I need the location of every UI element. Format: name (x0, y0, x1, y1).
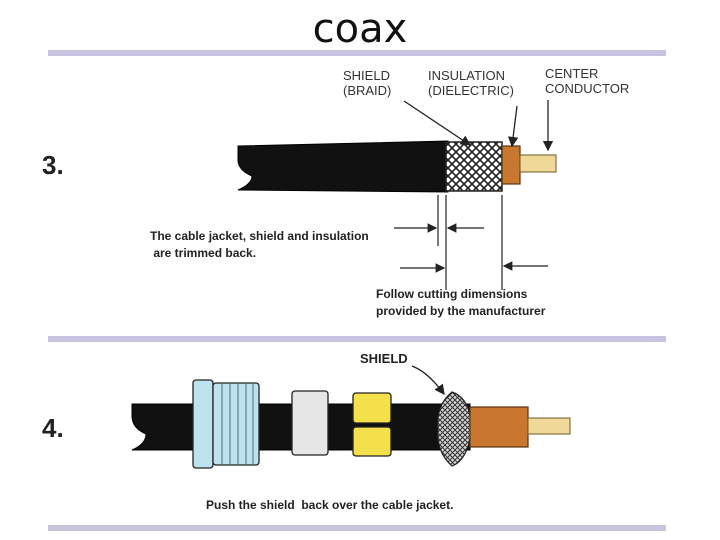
insulation-leader-arrow (507, 105, 519, 148)
step4-center-conductor (527, 417, 571, 435)
cutting-dimensions-note: Follow cutting dimensions provided by th… (376, 287, 546, 318)
step3-shield-braid (445, 141, 503, 192)
step3-center-conductor (519, 154, 557, 173)
coupling-nut (192, 379, 260, 469)
step4-number: 4. (42, 413, 64, 443)
slide-title: coax (312, 6, 408, 52)
dimension-marks (394, 195, 548, 290)
step4-assembly (131, 365, 571, 469)
insulation-dielectric-label: INSULATION (DIELECTRIC) (428, 68, 514, 98)
step3-caption: The cable jacket, shield and insulation … (150, 229, 369, 260)
shield-leader-arrow (403, 100, 472, 146)
ferrule-clamp (352, 392, 392, 457)
step3-number: 3. (42, 150, 64, 180)
washer (291, 390, 329, 456)
step4-caption: Push the shield back over the cable jack… (206, 498, 454, 512)
center-conductor-label: CENTER CONDUCTOR (545, 66, 630, 96)
middle-divider (48, 336, 666, 342)
top-divider (48, 50, 666, 56)
step4-dielectric (469, 406, 529, 448)
step3-jacket (237, 140, 449, 193)
step3-dielectric (501, 145, 521, 185)
bottom-divider (48, 525, 666, 531)
shield-braid-label: SHIELD (BRAID) (343, 68, 392, 98)
step3-cable (237, 140, 557, 193)
folded-shield-mesh (437, 391, 473, 467)
step4-shield-label: SHIELD (360, 351, 408, 366)
step4-shield-leader-arrow (411, 365, 445, 396)
